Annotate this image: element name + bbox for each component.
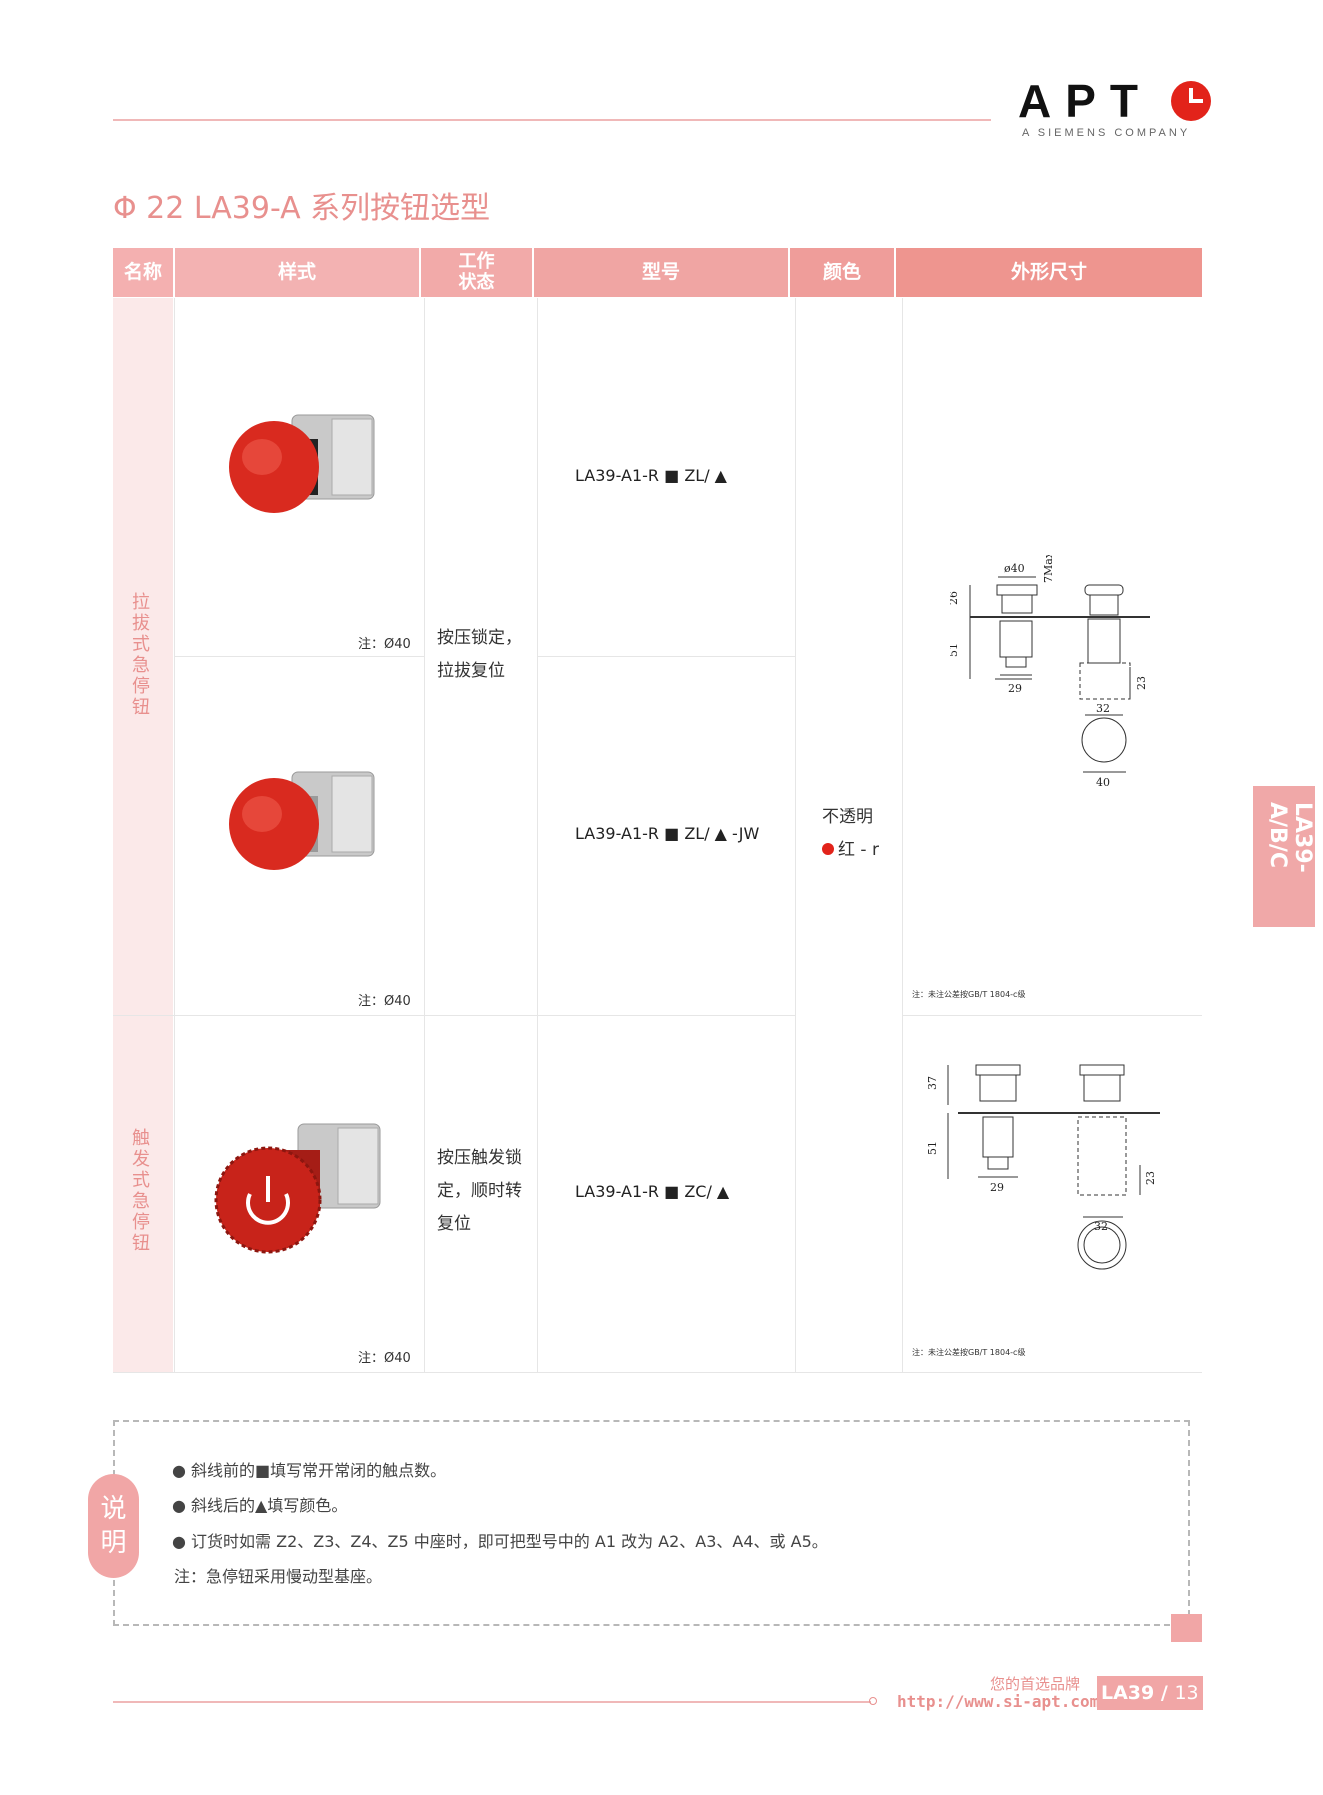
- state-twist-release: 按压触发锁 定，顺时转 复位: [437, 1148, 522, 1234]
- header-rule: [113, 119, 991, 121]
- dim-label: 23: [1144, 1171, 1157, 1185]
- state-pull-release: 按压锁定， 拉拔复位: [437, 628, 522, 681]
- note-item: ● 斜线前的■填写常开常闭的触点数。: [172, 1461, 447, 1480]
- image-note: 注：Ø40: [358, 994, 411, 1009]
- footer-dot-icon: [869, 1697, 877, 1705]
- dim-label: 26: [950, 591, 960, 605]
- brand-logo: APT: [1018, 75, 1152, 127]
- dim-label: 23: [1135, 676, 1148, 690]
- dimension-drawing-pull: ø40 7Max 26 51 29 23 32 40: [950, 555, 1150, 789]
- footer-url-link[interactable]: http://www.si-apt.com: [897, 1692, 1100, 1711]
- footer-rule: [113, 1701, 871, 1703]
- dim-label: 51: [950, 643, 960, 657]
- image-note: 注：Ø40: [358, 637, 411, 652]
- dim-label: 32: [1096, 702, 1110, 715]
- notes-corner-mark: [1171, 1614, 1202, 1642]
- logo-subtitle: A SIEMENS COMPANY: [1022, 127, 1191, 139]
- series-side-tab[interactable]: LA39-A/B/C: [1253, 786, 1315, 927]
- group1-name: 拉拔式急停钮: [132, 592, 150, 718]
- logo-clock-icon: [1171, 81, 1211, 121]
- red-dot-icon: [822, 843, 834, 855]
- dim-label: 32: [1094, 1220, 1108, 1233]
- drawing-note: 注：未注公差按GB/T 1804-c级: [912, 990, 1026, 999]
- model-code: LA39-A1-R ■ ZC/ ▲: [575, 1182, 730, 1201]
- dim-label: 40: [1096, 776, 1110, 789]
- dim-label: 29: [990, 1181, 1004, 1194]
- page-title: Φ 22 LA39-A 系列按钮选型: [113, 191, 491, 226]
- col-state: 工作 状态: [421, 248, 532, 297]
- group2-name: 触发式急停钮: [132, 1128, 150, 1254]
- footer-slogan: 您的首选品牌: [990, 1675, 1081, 1693]
- pull-release-button-jw-image: [229, 771, 375, 870]
- col-color: 颜色: [790, 248, 894, 297]
- dim-label: 29: [1008, 682, 1022, 695]
- model-code: LA39-A1-R ■ ZL/ ▲ -JW: [575, 824, 760, 843]
- col-dimensions: 外形尺寸: [896, 248, 1202, 297]
- col-name: 名称: [113, 248, 173, 297]
- note-footnote: 注：急停钮采用慢动型基座。: [174, 1567, 383, 1586]
- dim-label: 7Max: [1042, 555, 1055, 583]
- note-item: ● 订货时如需 Z2、Z3、Z4、Z5 中座时，即可把型号中的 A1 改为 A2…: [172, 1532, 828, 1551]
- pull-release-button-image: [229, 414, 375, 513]
- dim-label: 37: [928, 1076, 939, 1090]
- group2-name-cell: [113, 1016, 173, 1372]
- group1-name-cell: [113, 298, 173, 1015]
- dimension-drawing-twist: 37 51 29 23 32: [928, 1064, 1160, 1270]
- note-item: ● 斜线后的▲填写颜色。: [172, 1496, 348, 1515]
- table-header: 名称 样式 工作 状态 型号 颜色 外形尺寸: [113, 248, 1202, 297]
- dim-label: 51: [928, 1141, 939, 1155]
- col-model: 型号: [534, 248, 788, 297]
- image-note: 注：Ø40: [358, 1351, 411, 1366]
- notes-box: [113, 1420, 1190, 1626]
- color-value: 不透明 红 - r: [822, 807, 879, 860]
- drawing-note: 注：未注公差按GB/T 1804-c级: [912, 1348, 1026, 1357]
- notes-label: 说明: [88, 1474, 139, 1578]
- model-code: LA39-A1-R ■ ZL/ ▲: [575, 466, 727, 485]
- page-number: LA39 / 13: [1097, 1676, 1203, 1710]
- twist-release-button-image: [214, 1123, 381, 1254]
- dim-label: ø40: [1004, 562, 1025, 575]
- col-style: 样式: [175, 248, 419, 297]
